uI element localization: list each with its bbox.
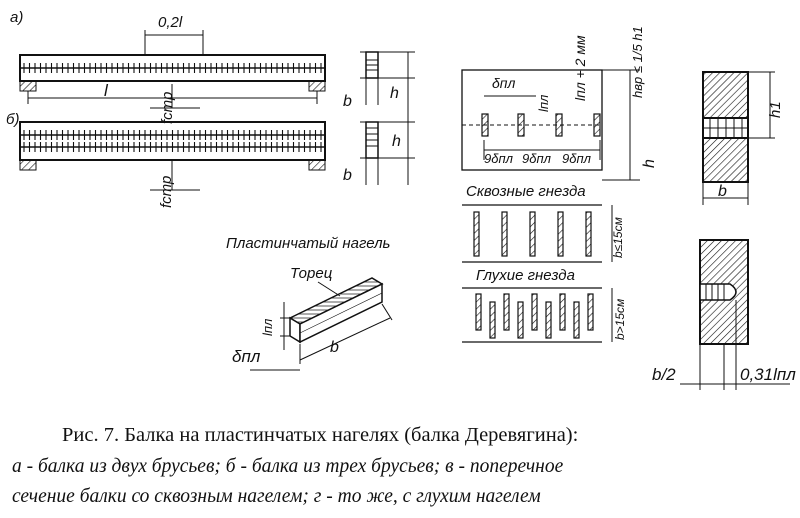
through-slot [473,211,480,257]
sec-h-2: h [392,133,401,150]
sec-b-1: b [343,93,352,110]
nine-delta-1: 9δпл [484,151,514,166]
b-cross: b [718,183,727,200]
blind-slot-top [559,293,566,331]
blind-slot-bottom [573,301,580,339]
dowel-plate [517,113,525,137]
plate-b: b [330,339,339,356]
h-vr: hвр ≤ 1/5 h1 [630,26,645,98]
sec-h-1: h [390,85,399,102]
dim-l: l [104,81,109,100]
caption-line-2: сечение балки со сквозным нагелем; г - т… [12,486,541,507]
blind-slot-top [531,293,538,331]
through-slot [585,211,592,257]
dowel-plate [481,113,489,137]
f-str-2: fстр [158,176,175,208]
blind-slot-top [475,293,482,331]
blind-slots-label: Глухие гнезда [476,267,575,284]
plate-delta: δпл [232,347,261,366]
cross-section-blind: b/2 0,31lпл [652,239,796,390]
through-slot [557,211,564,257]
dowel-plates [481,113,601,137]
label-a: а) [10,9,23,26]
nine-delta-3: 9δпл [562,151,592,166]
f-str-1: fстр [159,92,176,124]
plate-lpl: lпл [260,318,275,336]
l-pl: lпл [536,94,551,112]
dowel-plate [555,113,563,137]
beam-a: а) 0,2l l fстр h b [10,9,415,124]
through-slot [501,211,508,257]
caption-title: Рис. 7. Балка на пластинчатых нагелях (б… [62,424,579,446]
dowel-row-a [23,63,322,73]
blind-slot-bottom [489,301,496,339]
through-slots-label: Сквозные гнезда [466,183,586,200]
half-b: b/2 [652,365,676,384]
blind-slot-top [503,293,510,331]
h-side: h [641,159,658,168]
h1: h1 [767,101,784,118]
blind-slot-bars [475,293,594,339]
sec-b-2: b [343,167,352,184]
end-face-label: Торец [290,265,333,282]
dowel-rows-b [23,130,322,152]
plate-dowel-detail: Пластинчатый нагель Торец lпл b δпл [226,235,393,371]
caption-line-1: а - балка из двух брусьев; б - балка из … [12,456,564,477]
b-le-15: b≤15см [611,217,625,258]
slot-layout: δпл lпл 9δпл 9δпл 9δпл lпл + 2 мм h hвр … [461,26,658,343]
blind-slot-top [587,293,594,331]
blind-slot-bottom [545,301,552,339]
dim-02l: 0,2l [158,14,183,31]
delta-pl: δпл [492,75,515,91]
zero31-lpl: 0,31lпл [740,365,796,384]
b-ge-15: b>15см [613,299,627,340]
through-slot [529,211,536,257]
dowel-plate [593,113,601,137]
beam-b: б) fстр h b [6,111,415,208]
nine-delta-2: 9δпл [522,151,552,166]
plate-dowel-label: Пластинчатый нагель [226,235,391,252]
label-b: б) [6,111,19,128]
through-slot-bars [473,211,592,257]
blind-slot-bottom [517,301,524,339]
beam-diagram: а) 0,2l l fстр h b б) [6,9,796,390]
lpl-plus-2mm: lпл + 2 мм [572,35,588,101]
cross-section-through: h1 b [702,71,784,205]
